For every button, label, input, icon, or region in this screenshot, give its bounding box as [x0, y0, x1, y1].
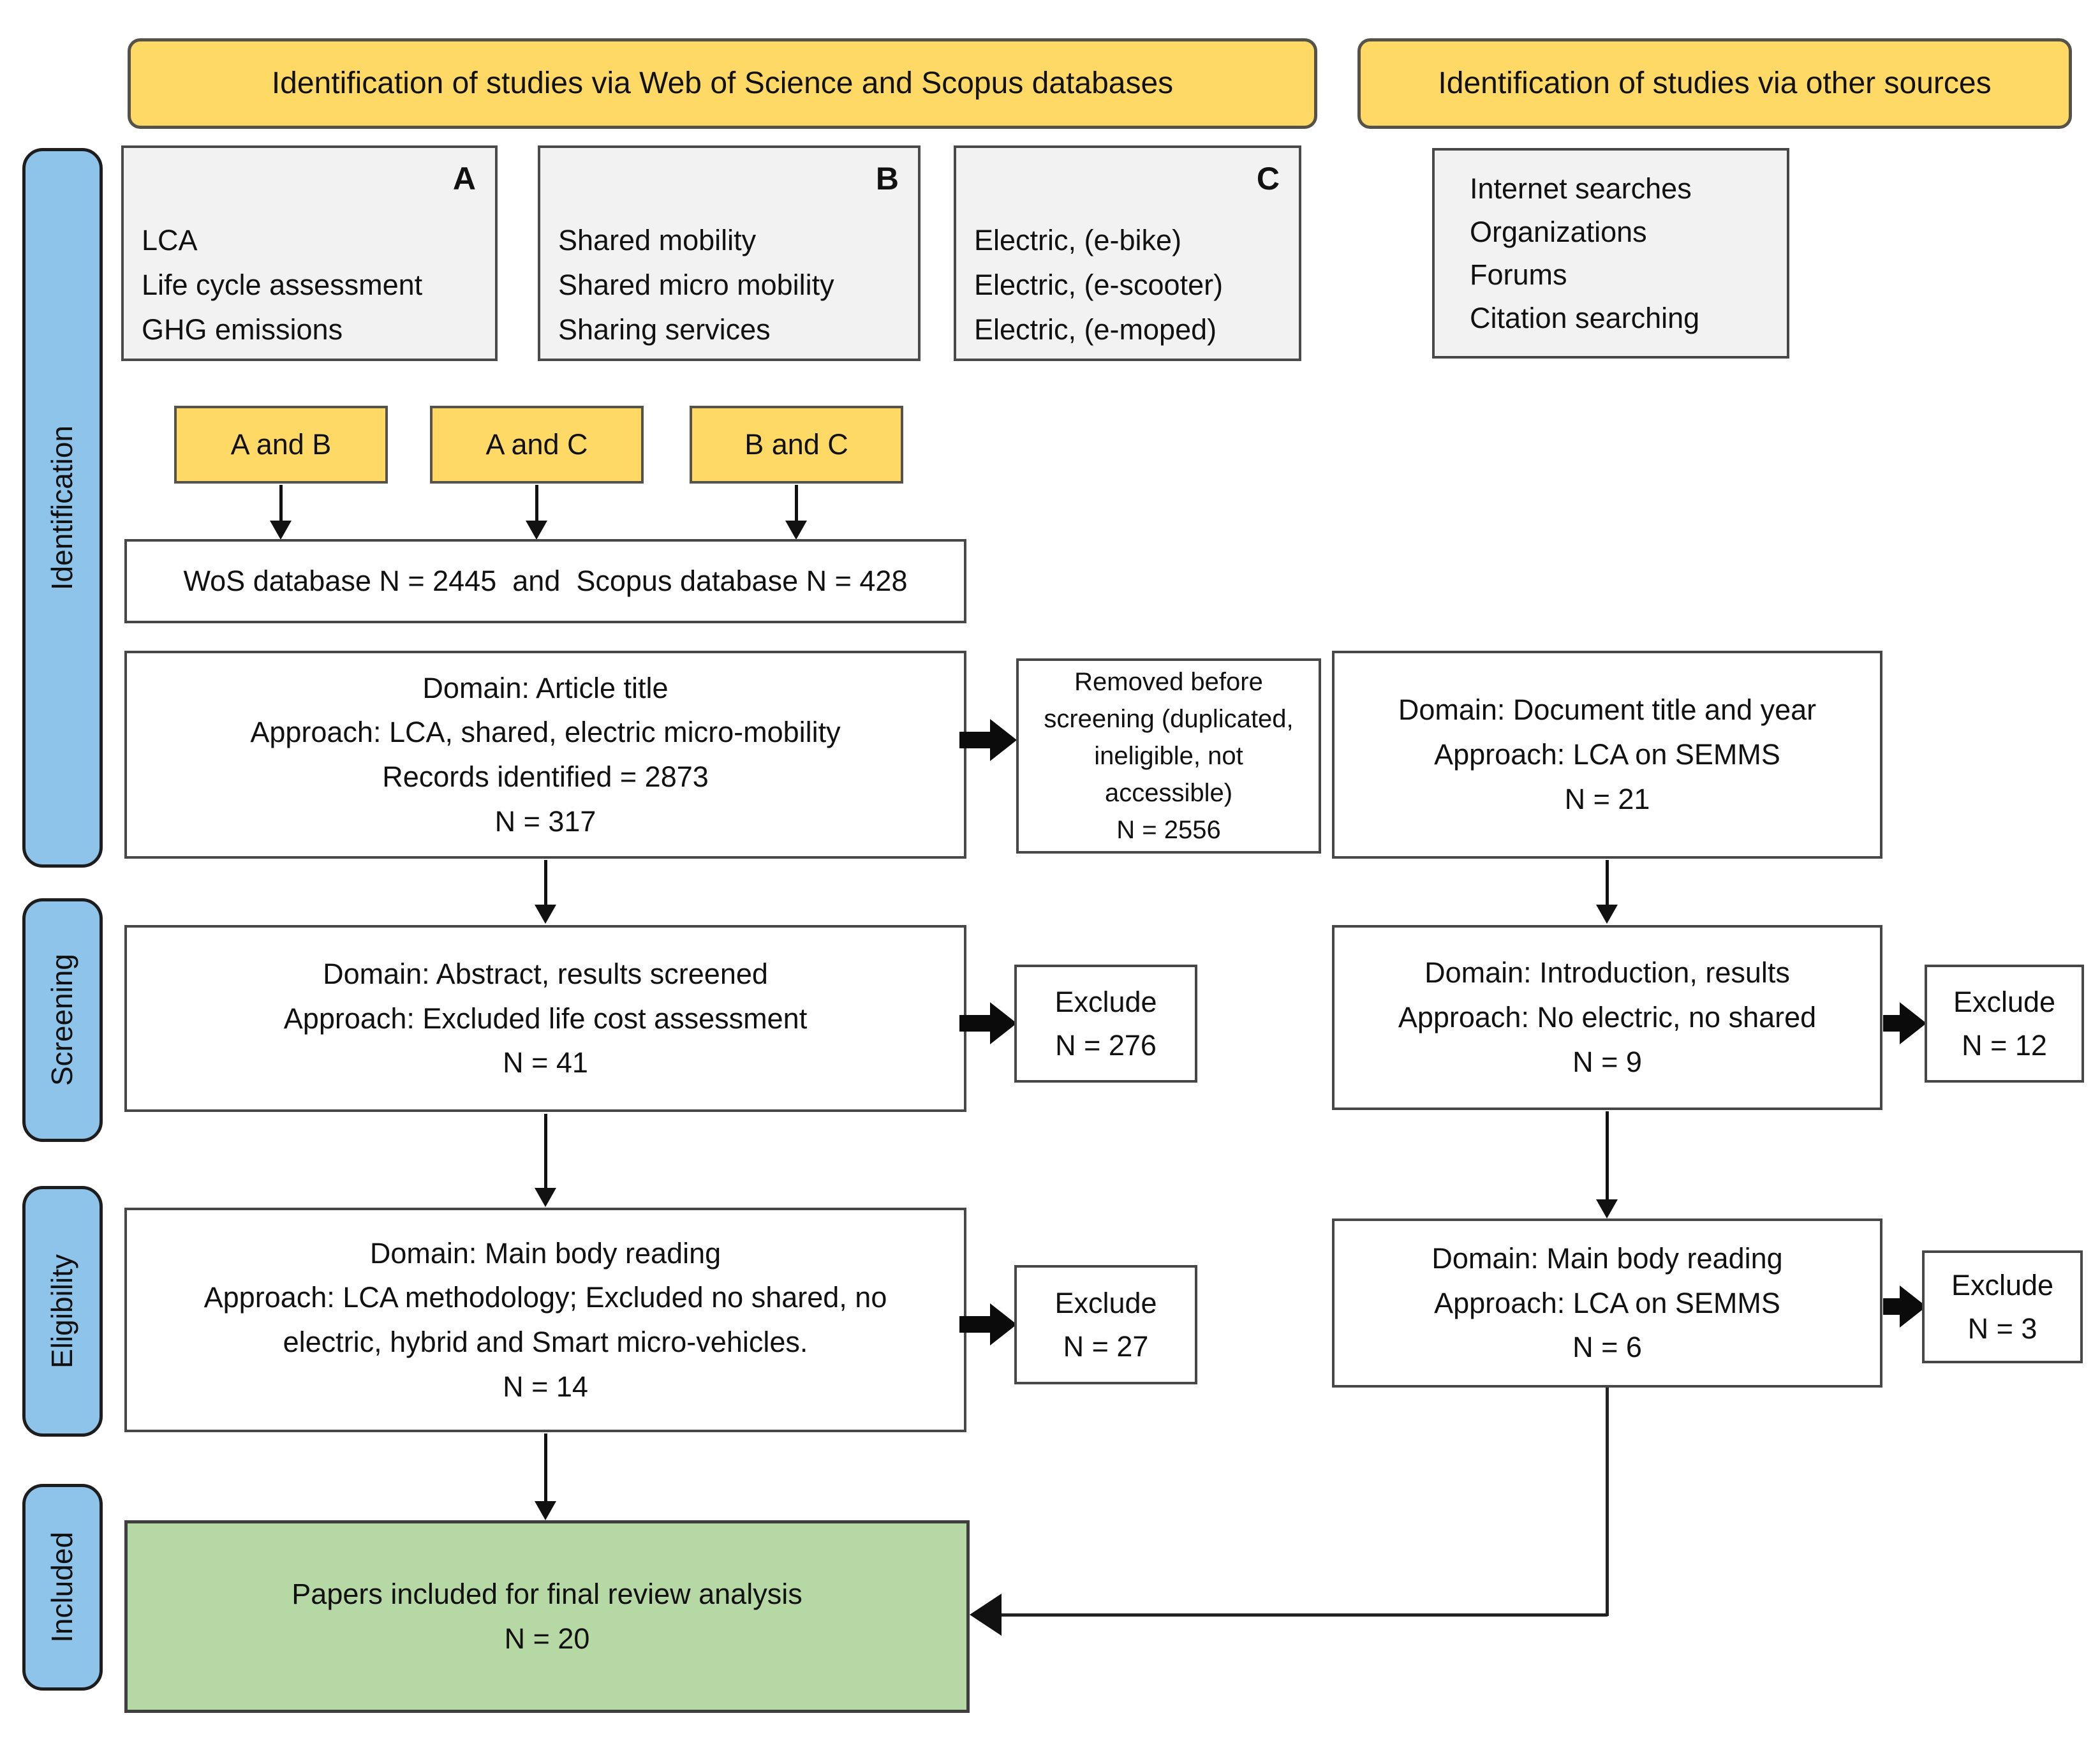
screening-other-exclude-box: Exclude N = 12: [1925, 965, 2084, 1083]
header-other-sources: Identification of studies via other sour…: [1357, 38, 2072, 129]
keyword-box-b-label: B: [875, 161, 899, 196]
keyword-line: GHG emissions: [142, 313, 343, 346]
keyword-line: Shared mobility: [558, 224, 757, 256]
box-line: Approach: LCA on SEMMS: [1434, 1286, 1780, 1319]
stage-included: Included: [22, 1484, 103, 1691]
arrow-down-icon: [270, 485, 292, 540]
arrow-down-icon: [526, 485, 547, 540]
header-databases: Identification of studies via Web of Sci…: [128, 38, 1317, 129]
arrow-down-icon: [785, 485, 807, 540]
box-line: N = 14: [503, 1370, 588, 1403]
keyword-line: Electric, (e-moped): [974, 313, 1217, 346]
block-arrow-right-icon: [959, 1303, 1017, 1345]
box-line: N = 9: [1572, 1045, 1642, 1078]
box-line: N = 12: [1962, 1028, 2047, 1062]
keyword-line: Electric, (e-scooter): [974, 268, 1224, 301]
box-line: N = 317: [494, 804, 596, 838]
keyword-line: LCA: [142, 224, 198, 256]
box-line: N = 3: [1967, 1312, 2037, 1345]
header-other-sources-label: Identification of studies via other sour…: [1438, 66, 1992, 100]
identification-other-box: Domain: Document title and year Approach…: [1332, 651, 1882, 859]
other-sources-box: Internet searches Organizations Forums C…: [1432, 148, 1789, 359]
box-line: Domain: Main body reading: [369, 1236, 721, 1270]
block-arrow-right-icon: [959, 1002, 1017, 1044]
box-line: N = 2556: [1116, 816, 1221, 844]
box-line: Domain: Main body reading: [1431, 1241, 1783, 1275]
box-line: Approach: LCA methodology; Excluded no s…: [203, 1281, 887, 1358]
header-databases-label: Identification of studies via Web of Sci…: [271, 66, 1174, 100]
box-line: Approach: LCA, shared, electric micro-mo…: [250, 716, 841, 749]
keyword-box-a: A LCA Life cycle assessment GHG emission…: [121, 145, 498, 361]
source-line: Organizations: [1470, 215, 1647, 248]
eligibility-other-box: Domain: Main body reading Approach: LCA …: [1332, 1218, 1882, 1388]
box-line: Exclude: [1951, 1269, 2054, 1301]
removed-before-screening-box: Removed before screening (duplicated, in…: [1016, 658, 1321, 854]
included-box: Papers included for final review analysi…: [124, 1520, 970, 1713]
eligibility-main-box: Domain: Main body reading Approach: LCA …: [124, 1208, 966, 1432]
eligibility-other-exclude-box: Exclude N = 3: [1922, 1250, 2083, 1363]
keyword-line: Life cycle assessment: [142, 268, 423, 301]
arrow-down-icon: [1596, 1111, 1618, 1218]
connector-line: [1002, 1613, 1608, 1617]
combo-box-a-and-b: A and B: [174, 406, 388, 484]
stage-eligibility: Eligibility: [22, 1186, 103, 1437]
keyword-box-c: C Electric, (e-bike) Electric, (e-scoote…: [954, 145, 1301, 361]
block-arrow-right-icon: [1883, 1285, 1926, 1328]
stage-eligibility-label: Eligibility: [45, 1254, 79, 1368]
box-line: Removed before screening (duplicated, in…: [1044, 668, 1294, 807]
stage-identification: Identification: [22, 148, 103, 868]
stage-screening: Screening: [22, 898, 103, 1142]
screening-main-box: Domain: Abstract, results screened Appro…: [124, 925, 966, 1112]
stage-identification-label: Identification: [45, 425, 79, 591]
block-arrow-right-icon: [1883, 1002, 1926, 1044]
box-line: Approach: Excluded life cost assessment: [283, 1002, 808, 1035]
combo-box-b-and-c: B and C: [690, 406, 903, 484]
keyword-line: Shared micro mobility: [558, 268, 834, 301]
box-line: N = 20: [504, 1622, 590, 1655]
box-line: N = 21: [1564, 782, 1650, 815]
source-line: Internet searches: [1470, 172, 1692, 205]
box-line: Exclude: [1953, 986, 2056, 1018]
combo-label: B and C: [744, 428, 848, 461]
combo-label: A and C: [485, 428, 588, 461]
box-line: N = 41: [503, 1046, 588, 1079]
keyword-box-c-label: C: [1256, 161, 1280, 196]
database-results-bar: WoS database N = 2445 and Scopus databas…: [124, 539, 966, 623]
box-line: Exclude: [1054, 1287, 1157, 1319]
block-arrow-right-icon: [959, 719, 1017, 761]
identification-main-box: Domain: Article title Approach: LCA, sha…: [124, 651, 966, 859]
box-line: Domain: Article title: [422, 671, 669, 704]
combo-box-a-and-c: A and C: [430, 406, 644, 484]
box-line: Exclude: [1054, 986, 1157, 1018]
database-results-label: WoS database N = 2445 and Scopus databas…: [183, 565, 908, 598]
box-line: Domain: Introduction, results: [1424, 956, 1790, 989]
box-line: Records identified = 2873: [382, 760, 709, 793]
screening-exclude-box: Exclude N = 276: [1014, 965, 1197, 1083]
box-line: N = 6: [1572, 1331, 1642, 1364]
box-line: N = 27: [1063, 1330, 1149, 1363]
eligibility-exclude-box: Exclude N = 27: [1014, 1265, 1197, 1384]
source-line: Forums: [1470, 258, 1567, 291]
connector-line: [1606, 1388, 1609, 1616]
box-line: Approach: No electric, no shared: [1398, 1001, 1817, 1034]
arrow-down-icon: [1596, 860, 1618, 924]
box-line: Domain: Abstract, results screened: [323, 957, 768, 990]
box-line: Approach: LCA on SEMMS: [1434, 738, 1780, 771]
box-line: Domain: Document title and year: [1398, 693, 1817, 727]
arrow-down-icon: [535, 1433, 556, 1520]
stage-included-label: Included: [45, 1532, 79, 1643]
box-line: Papers included for final review analysi…: [292, 1578, 802, 1611]
screening-other-box: Domain: Introduction, results Approach: …: [1332, 925, 1882, 1110]
box-line: N = 276: [1055, 1028, 1157, 1062]
arrow-down-icon: [535, 860, 556, 924]
keyword-line: Electric, (e-bike): [974, 224, 1182, 256]
arrow-down-icon: [535, 1114, 556, 1207]
keyword-box-b: B Shared mobility Shared micro mobility …: [538, 145, 921, 361]
arrow-left-icon: [970, 1594, 1002, 1636]
stage-screening-label: Screening: [45, 954, 79, 1086]
keyword-box-a-label: A: [452, 161, 476, 196]
source-line: Citation searching: [1470, 301, 1700, 334]
combo-label: A and B: [230, 428, 332, 461]
keyword-line: Sharing services: [558, 313, 771, 346]
